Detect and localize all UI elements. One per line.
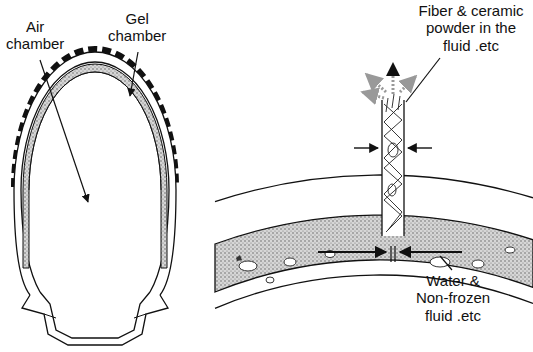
puncture-detail — [215, 94, 533, 308]
tire-section — [14, 49, 176, 345]
leader-line — [406, 58, 440, 102]
leader-line — [440, 256, 452, 270]
part-label: Water & Non-frozen fluid .etc — [410, 272, 496, 324]
leader-line — [130, 52, 138, 96]
spray-arrows — [362, 74, 416, 98]
flow-arrow — [400, 251, 462, 253]
leader-line — [40, 60, 88, 202]
pressure-arrow — [408, 147, 432, 148]
part-label: Fiber & ceramic powder in the fluid .etc — [412, 2, 530, 54]
flow-arrow — [318, 251, 386, 253]
part-label: Gel chamber — [108, 10, 166, 45]
pressure-arrow — [354, 147, 378, 148]
spray-head — [386, 62, 400, 76]
part-label: Air chamber — [6, 18, 64, 53]
